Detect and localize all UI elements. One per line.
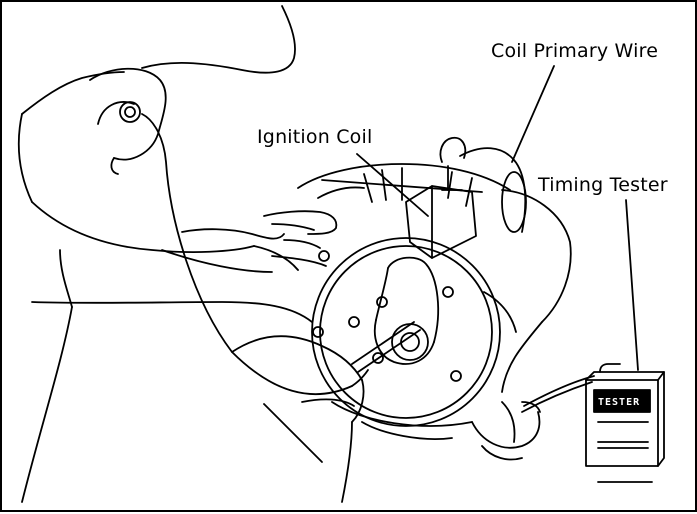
person-hand	[32, 211, 336, 322]
leader-lines	[357, 66, 638, 370]
tester-display-text: TESTER	[598, 397, 640, 408]
person-lower-arm	[232, 336, 364, 502]
label-timing-tester: Timing Tester	[538, 174, 668, 196]
timing-tester-box	[586, 364, 664, 466]
leader-timing-tester	[626, 200, 638, 370]
leader-coil-primary-wire	[512, 66, 554, 162]
label-coil-primary-wire: Coil Primary Wire	[491, 40, 658, 62]
person-head	[19, 6, 295, 502]
label-ignition-coil: Ignition Coil	[257, 126, 372, 148]
